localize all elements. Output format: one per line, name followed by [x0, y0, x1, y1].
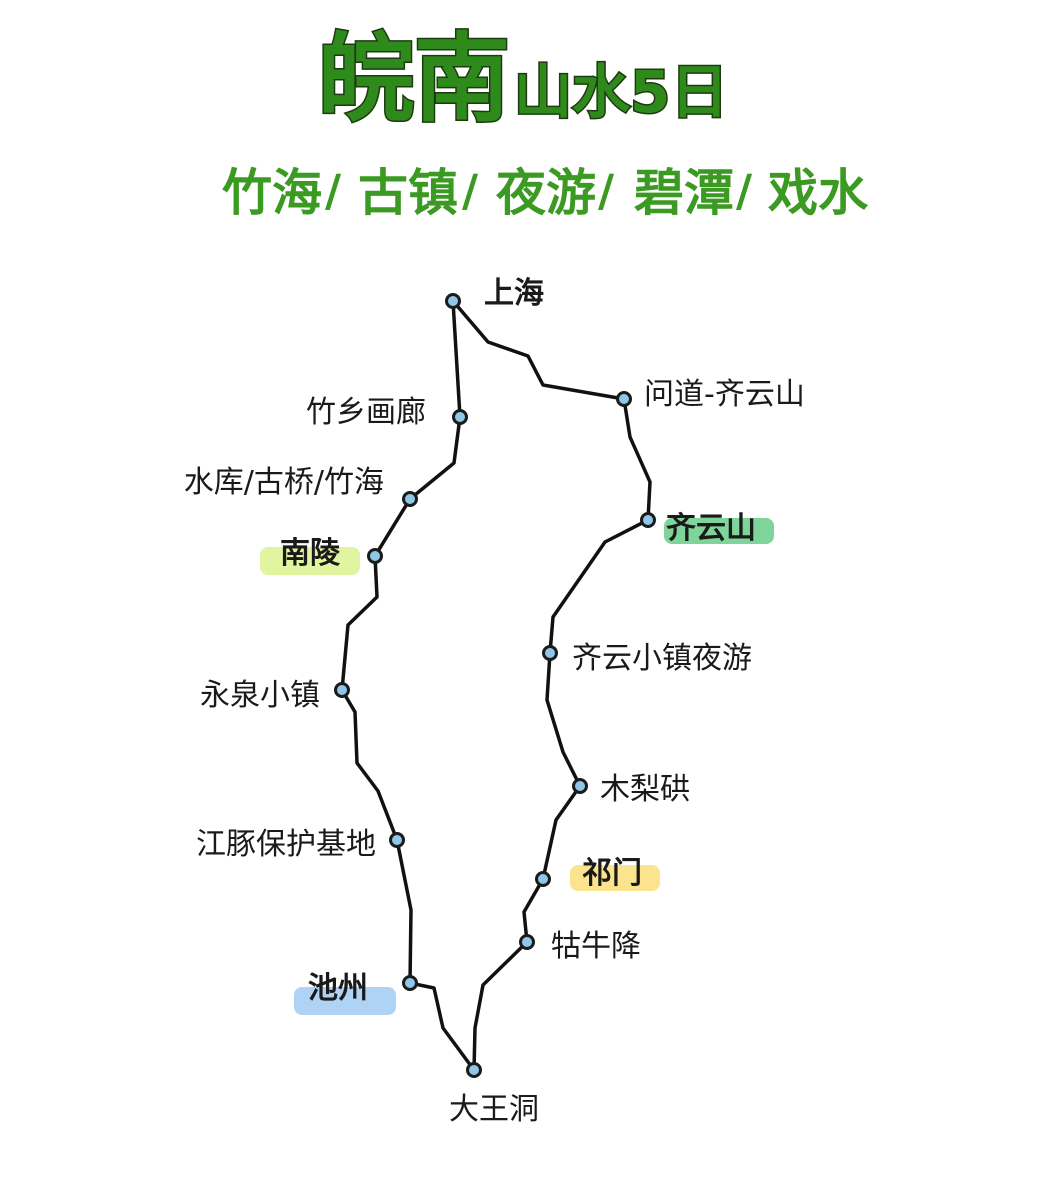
subtitle-separator: / — [325, 166, 342, 217]
stop-marker-bamboo-gallery — [452, 409, 468, 425]
label-highlight-chizhou — [294, 987, 396, 1015]
subtitle-item: 夜游 — [495, 163, 596, 222]
stop-label-wendao-qiyunshan: 问道-齐云山 — [644, 377, 805, 412]
stop-label-jiangtun-reserve: 江豚保护基地 — [196, 827, 376, 862]
stop-label-qiyun-town-night: 齐云小镇夜游 — [572, 641, 752, 676]
subtitle-item: 古镇 — [358, 163, 458, 222]
stop-marker-shanghai — [445, 293, 461, 309]
stop-label-reservoir-bridge-bamboo: 水库/古桥/竹海 — [184, 465, 384, 500]
subtitle-separator: / — [598, 166, 615, 217]
stop-marker-nanling — [367, 548, 383, 564]
stop-label-nanling: 南陵 — [280, 536, 341, 571]
stop-marker-reservoir-bridge-bamboo — [402, 491, 418, 507]
subtitle: 竹海古镇夜游碧潭戏水 / / / / — [222, 163, 869, 222]
label-highlight-nanling — [260, 547, 360, 575]
stop-label-yongquan-town: 永泉小镇 — [200, 678, 320, 713]
stop-label-guniujiang: 牯牛降 — [551, 929, 641, 964]
label-highlights — [260, 518, 774, 1015]
title-suffix: 山水5日 — [514, 58, 728, 126]
stop-marker-mulihong — [572, 778, 588, 794]
stop-marker-jiangtun-reserve — [389, 832, 405, 848]
stop-label-shanghai: 上海 — [484, 276, 544, 311]
stop-marker-yongquan-town — [334, 682, 350, 698]
route-stops — [334, 293, 656, 1078]
subtitle-item: 碧潭 — [634, 163, 734, 222]
stop-label-qiyunshan: 齐云山 — [666, 511, 756, 546]
label-highlight-qiyunshan — [664, 518, 774, 544]
stop-marker-qiyun-town-night — [542, 645, 558, 661]
stop-label-bamboo-gallery: 竹乡画廊 — [306, 395, 426, 430]
title-main: 皖南 — [318, 23, 510, 135]
stop-marker-qimen — [535, 871, 551, 887]
stop-marker-guniujiang — [519, 934, 535, 950]
route-line — [340, 299, 652, 1072]
subtitle-separator: / — [736, 166, 753, 217]
stop-marker-qiyunshan — [640, 512, 656, 528]
stop-marker-chizhou — [402, 975, 418, 991]
stop-label-dawangdong: 大王洞 — [449, 1092, 539, 1127]
stop-marker-wendao-qiyunshan — [616, 391, 632, 407]
title-block: 皖南 山水5日 — [317, 22, 730, 137]
stop-label-chizhou: 池州 — [308, 971, 368, 1006]
subtitle-separator: / — [462, 166, 479, 217]
label-highlight-qimen — [570, 865, 660, 891]
stop-label-mulihong: 木梨硔 — [600, 772, 690, 807]
subtitle-item: 戏水 — [768, 163, 869, 222]
stop-label-qimen: 祁门 — [582, 856, 642, 891]
subtitle-item: 竹海 — [222, 163, 322, 222]
stop-marker-dawangdong — [466, 1062, 482, 1078]
